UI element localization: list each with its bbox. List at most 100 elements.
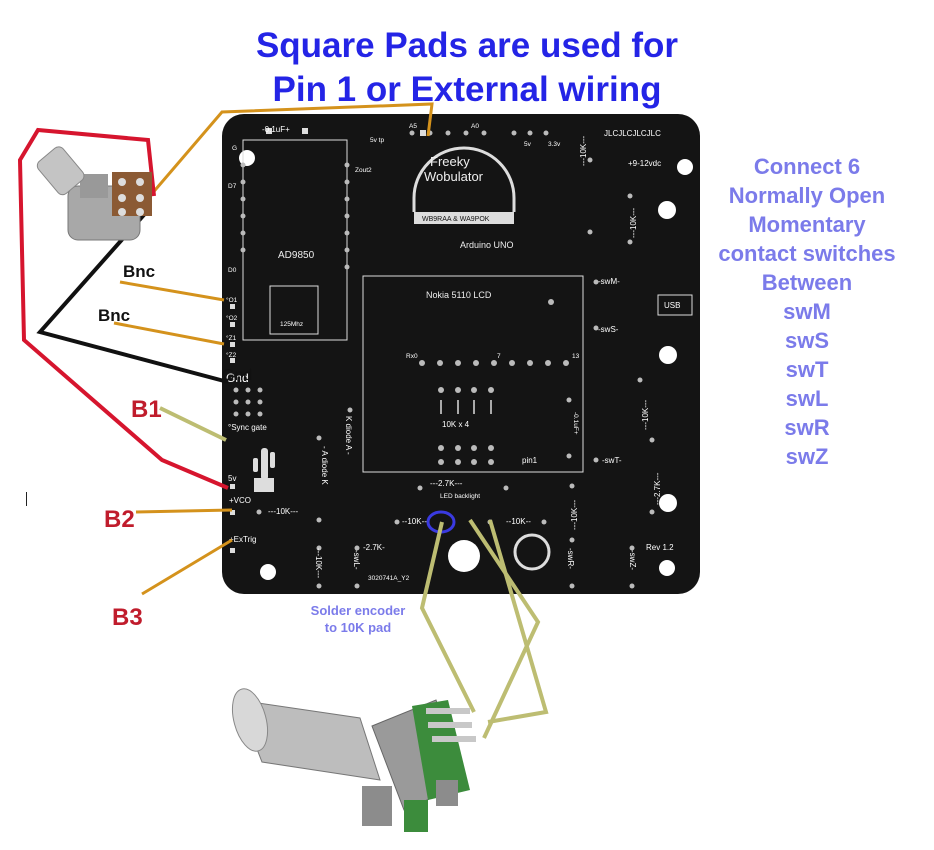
pcb-sw-z: -swZ- <box>628 550 637 570</box>
pcb-board <box>222 114 700 594</box>
switch-note-line: swZ <box>785 444 829 469</box>
b3-label: B3 <box>112 604 143 631</box>
pads <box>233 130 655 589</box>
bnc-label-1: Bnc <box>123 262 156 281</box>
pcb-r27k: ---2.7K--- <box>653 472 662 505</box>
pcb-a5: A5 <box>409 123 417 130</box>
pcb-sync: °Sync gate <box>228 423 267 432</box>
pcb-o2: °O2 <box>226 314 238 322</box>
badge-icon <box>513 533 551 571</box>
switch-note-line: contact switches <box>718 241 896 266</box>
pcb-extrig: +ExTrig <box>229 535 257 544</box>
pcb-r10k-low: ---10K--- <box>314 548 323 579</box>
pcb-logo-3: WB9RAA & WA9POK <box>422 216 490 223</box>
pcb-diode-a-k: - A diode K <box>320 446 329 485</box>
pcb-5v-b: 5v <box>228 474 236 483</box>
bnc-label-2: Bnc <box>98 306 131 325</box>
switch-note-line: Between <box>761 270 853 295</box>
pcb-logo-2: Wobulator <box>424 169 484 184</box>
pcb-arduino: Arduino UNO <box>460 240 514 250</box>
pcb-a0: A0 <box>471 123 479 130</box>
pot-black-wire <box>36 206 229 384</box>
pcb-z2: °Z2 <box>226 351 237 359</box>
resistor-array-bars <box>440 400 492 414</box>
mounting-hole-r3 <box>659 494 677 512</box>
switch-note-line: swS <box>784 328 830 353</box>
solder-note-line-2: to 10K pad <box>324 620 392 635</box>
pcb-pin1: pin1 <box>522 456 538 465</box>
mounting-hole-bl <box>260 564 276 580</box>
pcb-cap-right: -0.1uF+ <box>572 412 579 435</box>
b1-line <box>159 406 227 442</box>
switch-note-line: swR <box>784 415 830 440</box>
pcb-logo-1: Freeky <box>430 154 470 169</box>
pcb-r10k-vco: ---10K--- <box>268 507 299 516</box>
pcb-r10k-right: ---10K--- <box>570 499 579 530</box>
pcb-usb: USB <box>664 301 680 310</box>
pcb-pin7: 7 <box>497 353 501 360</box>
pcb-power: +9-12vdc <box>628 159 661 168</box>
pcb-sw-r: -swR- <box>566 548 575 569</box>
pcb-zout2: Zout2 <box>355 167 372 174</box>
pcb-sw-m: -swM- <box>598 277 620 286</box>
square-pads <box>230 128 426 553</box>
pcb-code: 3020741A_Y2 <box>368 575 410 582</box>
pcb-g: G <box>232 145 237 152</box>
logo-arch <box>412 146 516 212</box>
mounting-hole-r1 <box>658 201 676 219</box>
title-line-1: Square Pads are used for <box>255 26 679 65</box>
pcb-rx0: Rx0 <box>406 353 418 360</box>
mounting-hole-br <box>659 560 675 576</box>
pcb-led: LED backlight <box>440 493 480 500</box>
pcb-r10k-enc-l: --10K-- <box>402 517 427 526</box>
pcb-sw-l: -swL- <box>352 550 361 570</box>
pcb-diode-k-a: K diode A - <box>344 416 353 455</box>
pcb-r10k-enc-r: --10K-- <box>506 517 531 526</box>
mounting-hole-tr <box>677 159 693 175</box>
pcb-d0: D0 <box>228 267 237 274</box>
pcb-r10k-c: ---10K--- <box>641 399 650 430</box>
solder-note: Solder encoder to 10K pad <box>290 602 426 636</box>
pcb-vco: +VCO <box>229 496 251 505</box>
usb-outline <box>657 294 693 316</box>
b1-label: B1 <box>131 396 162 423</box>
solder-note-line-1: Solder encoder <box>310 603 406 618</box>
potentiometer-icon <box>36 146 152 241</box>
pcb-5v: 5v <box>524 141 532 148</box>
pcb-cap-top: -0.1uF+ <box>262 125 290 134</box>
switch-note-line: swT <box>785 357 829 382</box>
pcb-xtal: 125Mhz <box>280 321 303 328</box>
logo-banner <box>414 212 514 224</box>
switch-note-line: Connect 6 <box>753 154 861 179</box>
pcb-d7: D7 <box>228 183 237 190</box>
pcb-r27k-b: ---2.7K--- <box>430 479 463 488</box>
pcb-gnd: Gnd <box>226 371 249 385</box>
crystal-outline <box>269 285 319 335</box>
pot-red-wire <box>17 127 229 490</box>
pcb-jlc: JLCJLCJLCJLC <box>604 129 661 138</box>
gnd-label: Gnd <box>222 367 253 384</box>
cactus-icon <box>253 448 275 492</box>
switch-note-line: swL <box>785 386 829 411</box>
encoder-hole <box>448 540 480 572</box>
pcb-res-array: 10K x 4 <box>442 420 470 429</box>
lcd-outline <box>362 275 584 473</box>
switch-note: Connect 6 Normally Open Momentary contac… <box>704 152 910 471</box>
pcb-dds: AD9850 <box>278 250 315 261</box>
dds-module-outline <box>242 139 348 341</box>
switch-note-line: Momentary <box>748 212 866 237</box>
switch-note-line: Normally Open <box>728 183 886 208</box>
encoder-wires <box>419 518 549 739</box>
pcb-z1: °Z1 <box>226 334 237 342</box>
pcb-pin13: 13 <box>572 353 580 360</box>
rotary-encoder-icon <box>231 688 476 832</box>
pcb-sw-t: -swT- <box>602 456 622 465</box>
switch-note-line: swM <box>783 299 831 324</box>
pcb-5vtp: 5v tp <box>370 137 384 144</box>
pcb-r10k-b: ---10K--- <box>629 207 638 238</box>
pointer-lines <box>113 102 434 596</box>
pcb-r10k-a: ---10K--- <box>579 135 588 166</box>
mounting-hole-r2 <box>659 346 677 364</box>
pcb-sw-s: -swS- <box>598 325 619 334</box>
